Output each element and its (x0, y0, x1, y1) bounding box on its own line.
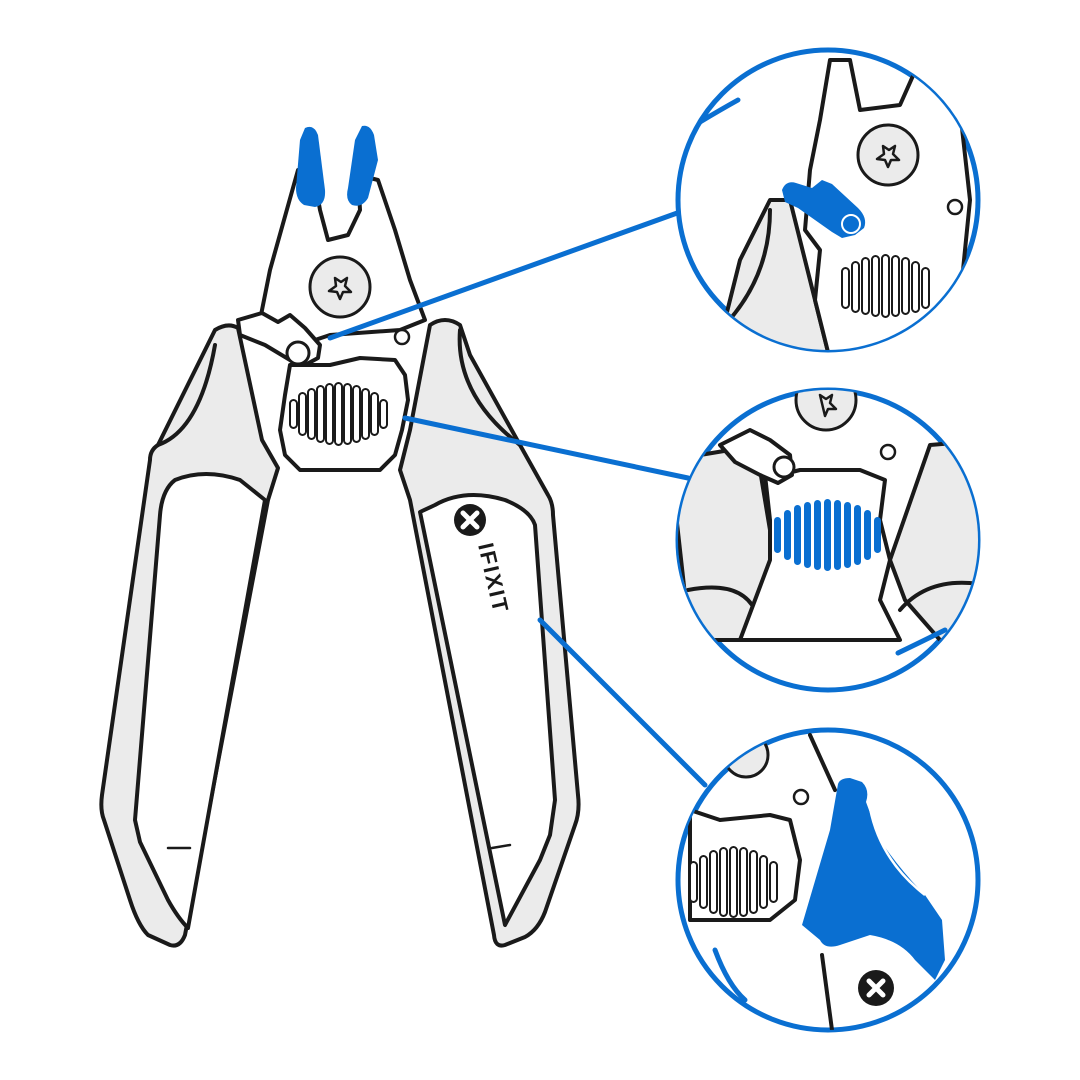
spring-highlight (774, 499, 881, 571)
grip-highlight (802, 778, 945, 980)
latch-highlight (782, 180, 866, 238)
callout-line-grip (537, 617, 708, 788)
handle-left (99, 323, 280, 948)
callout-grip (675, 727, 981, 1033)
callout-line-latch (327, 209, 683, 341)
callout-line-spring (402, 415, 691, 481)
rivet-icon (879, 443, 897, 461)
jaw-tip-left (296, 126, 326, 207)
handle-right (398, 318, 581, 948)
rivet-icon (792, 788, 810, 806)
callout-spring (675, 387, 981, 693)
pivot-screw-icon (308, 255, 372, 319)
rivet-icon (393, 328, 411, 346)
pliers-main: IFIXIT (99, 125, 581, 948)
spring-ribs-preview (841, 254, 930, 318)
callout-latch (675, 47, 981, 353)
jaw-tip-right (347, 125, 378, 206)
pivot-screw-icon (856, 123, 920, 187)
ribbed-spring (289, 382, 388, 446)
rivet-icon (946, 198, 964, 216)
spring-ribs-preview (689, 846, 778, 918)
